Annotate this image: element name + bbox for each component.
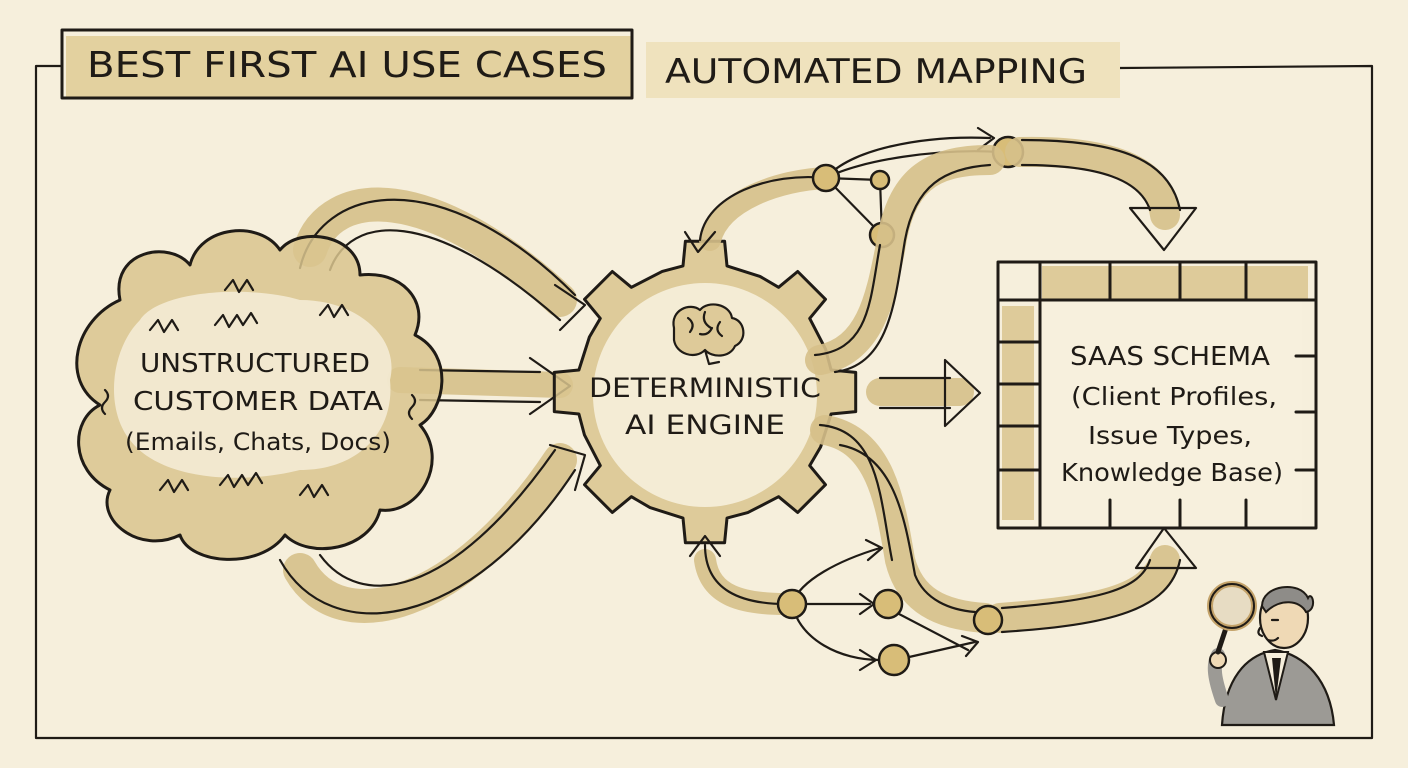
bottom-node-4 xyxy=(972,604,1004,636)
cloud-outline xyxy=(75,229,444,561)
output-band-bottom xyxy=(810,415,1000,633)
output-arrow-bottom xyxy=(818,423,977,614)
schema-line-4: Knowledge Base) xyxy=(1061,458,1283,487)
schema-exit-arrowhead xyxy=(1134,526,1198,570)
output-arrowhead-mid xyxy=(943,358,982,428)
input-band-bottom xyxy=(283,443,577,623)
inspector-face xyxy=(1257,618,1280,642)
output-band-top xyxy=(805,145,1005,375)
top-node-2 xyxy=(869,169,891,191)
schema-entry-band xyxy=(1005,136,1180,230)
input-arrowhead-bottom xyxy=(548,443,587,492)
subtitle-box: AUTOMATED MAPPING xyxy=(646,42,1120,98)
brain-icon xyxy=(672,303,745,366)
subtitle-text: AUTOMATED MAPPING xyxy=(665,52,1087,92)
input-arrowhead-top xyxy=(553,283,587,332)
bottom-node-2 xyxy=(872,588,904,620)
gear-center xyxy=(593,283,817,507)
engine-line-2: AI ENGINE xyxy=(625,410,785,441)
schema-header-wash xyxy=(1042,266,1308,300)
schema-entry-arrow xyxy=(1020,138,1182,212)
output-flow-arrows xyxy=(805,136,1198,634)
schema-line-1: SAAS SCHEMA xyxy=(1070,342,1270,372)
subtitle-box-fill xyxy=(646,42,1120,98)
top-loop-arrow xyxy=(698,176,828,242)
cloud-squiggles xyxy=(100,278,417,499)
output-arrow-top xyxy=(813,163,992,374)
top-node-network xyxy=(683,126,1025,254)
schema-grid-outline xyxy=(996,260,1318,530)
bottom-loop-arrow xyxy=(703,543,794,606)
magnifier-rim xyxy=(1209,583,1255,629)
top-loop-band xyxy=(699,167,837,251)
saas-schema-grid: SAAS SCHEMA (Client Profiles, Issue Type… xyxy=(996,260,1318,530)
schema-column-wash xyxy=(1002,306,1034,520)
input-arrow-bottom xyxy=(278,448,577,615)
top-loop-arrowhead xyxy=(683,230,717,254)
magnifier-handle xyxy=(1215,625,1229,655)
bottom-node-1 xyxy=(776,588,808,620)
gear-outline xyxy=(552,239,858,545)
schema-line-3: Issue Types, xyxy=(1088,421,1252,450)
cloud-highlight xyxy=(113,291,392,478)
source-line-1: UNSTRUCTURED xyxy=(140,349,370,379)
source-line-3: (Emails, Chats, Docs) xyxy=(125,428,391,456)
top-node-1 xyxy=(811,163,841,193)
schema-exit-arrow xyxy=(1000,558,1182,634)
source-line-2: CUSTOMER DATA xyxy=(133,387,383,417)
inspector-figure xyxy=(1207,581,1336,727)
title-box-border xyxy=(60,28,634,100)
title-box: BEST FIRST AI USE CASES xyxy=(60,28,634,100)
schema-exit-band xyxy=(985,545,1180,633)
title-text: BEST FIRST AI USE CASES xyxy=(87,45,607,86)
inspector-tie xyxy=(1272,658,1281,700)
outer-frame xyxy=(34,64,1374,740)
unstructured-data-cloud: UNSTRUCTURED CUSTOMER DATA (Emails, Chat… xyxy=(75,229,444,561)
output-arrow-mid xyxy=(878,376,952,410)
bottom-node-network xyxy=(688,534,1004,677)
schema-body xyxy=(1040,300,1302,526)
bottom-loop-arrowhead xyxy=(688,534,722,558)
ai-engine-gear: DETERMINISTIC AI ENGINE xyxy=(552,239,858,545)
title-box-fill xyxy=(66,36,632,98)
engine-line-1: DETERMINISTIC xyxy=(589,373,821,404)
schema-line-2: (Client Profiles, xyxy=(1071,382,1277,411)
schema-entry-arrowhead xyxy=(1128,206,1198,252)
bottom-node-3 xyxy=(877,643,911,677)
bottom-node-links xyxy=(790,546,977,662)
inspector-hair xyxy=(1260,586,1314,614)
